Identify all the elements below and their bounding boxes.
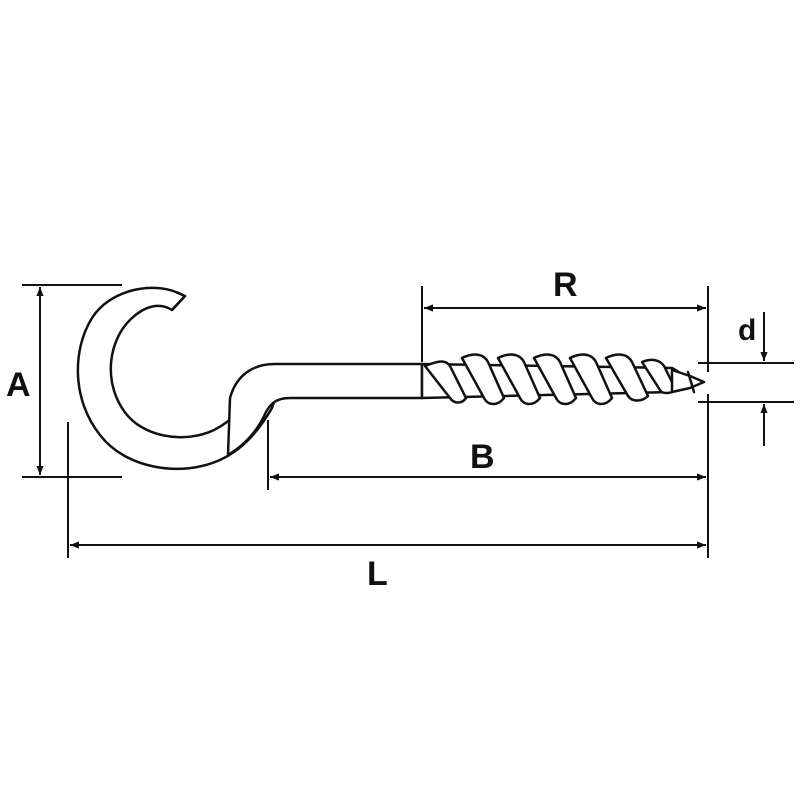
label-d: d xyxy=(738,314,756,347)
thread-crest-1 xyxy=(423,360,468,404)
thread-crest-6 xyxy=(604,353,650,402)
label-R: R xyxy=(553,266,578,304)
label-L: L xyxy=(367,555,388,593)
screw-hook xyxy=(76,286,424,471)
extension-lines xyxy=(22,284,794,558)
dimension-lines xyxy=(36,287,768,549)
hook-shank xyxy=(226,362,424,457)
screw-thread xyxy=(420,353,706,406)
thread-crest-2 xyxy=(460,353,506,406)
hook-curl xyxy=(76,286,278,471)
thread-crest-5 xyxy=(568,353,614,406)
thread-crest-4 xyxy=(532,353,578,406)
label-B: B xyxy=(470,438,495,476)
label-A: A xyxy=(6,366,31,404)
thread-crest-3 xyxy=(496,353,542,406)
hook-tip xyxy=(171,290,187,311)
tip-groove xyxy=(686,370,696,394)
screw-tip xyxy=(670,368,706,394)
